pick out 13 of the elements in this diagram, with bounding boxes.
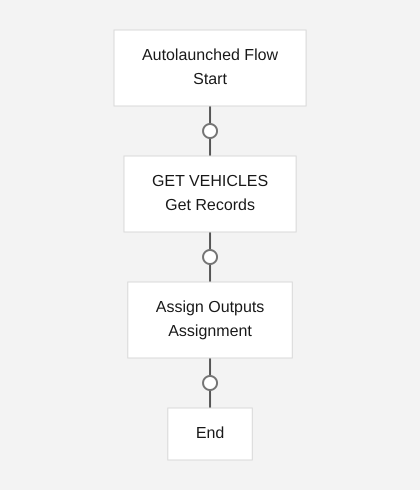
connector: [209, 358, 211, 376]
node-box: End: [167, 408, 253, 460]
node-box: GET VEHICLES Get Records: [123, 156, 297, 232]
node-circle: [202, 375, 218, 391]
connector: [209, 106, 211, 124]
connector: [209, 232, 211, 250]
node-circle: [202, 123, 218, 139]
node-box: Autolaunched Flow Start: [113, 30, 307, 106]
connector: [209, 264, 211, 282]
node-circle: [202, 249, 218, 265]
connector: [209, 138, 211, 156]
node-box: Assign Outputs Assignment: [127, 282, 293, 358]
connector: [209, 390, 211, 408]
